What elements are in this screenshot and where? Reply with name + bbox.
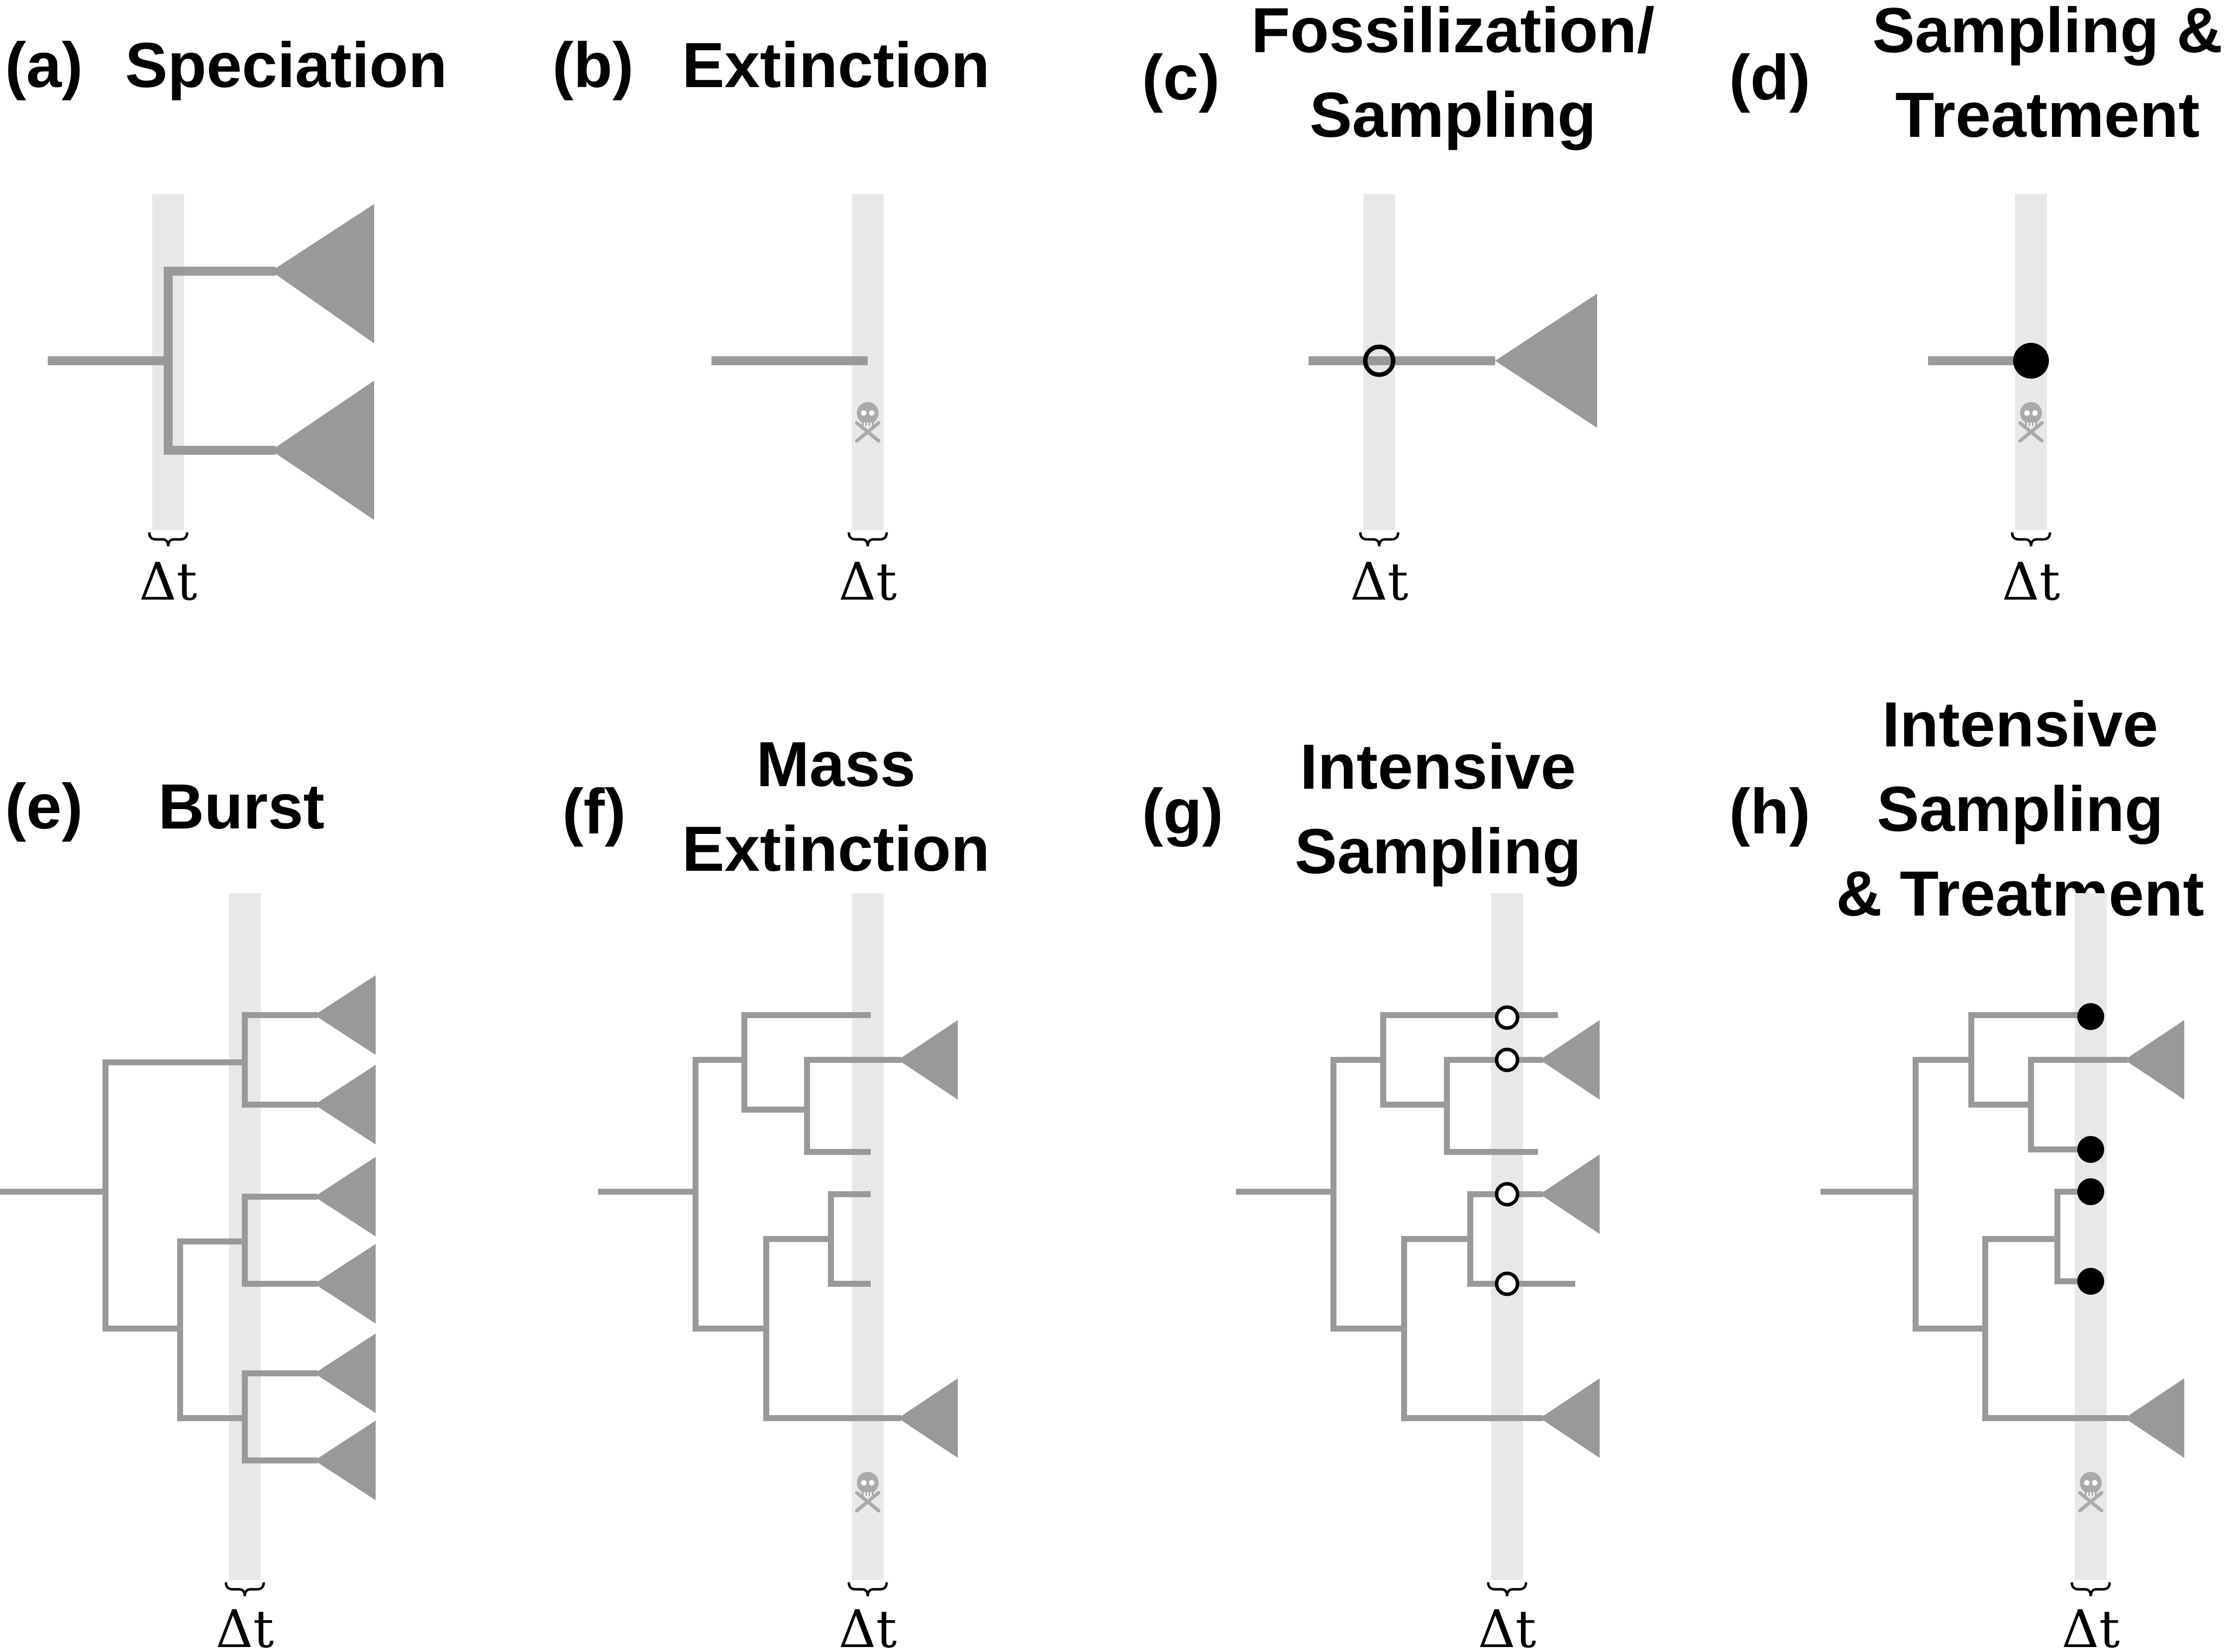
- clade-triangle-icon: [271, 381, 374, 520]
- panel-c-label: (c): [1142, 42, 1220, 113]
- panel-c-title-line-2: Sampling: [1310, 80, 1596, 151]
- panel-e-label: (e): [5, 771, 83, 842]
- panel-h-diagram: Δt: [1821, 893, 2184, 1652]
- panel-h-title-line-1: Intensive: [1882, 689, 2158, 760]
- panel-a-title: (a) Speciation: [5, 30, 447, 101]
- delta-t-label: Δt: [1478, 1599, 1536, 1652]
- clade-triangle-icon: [314, 1334, 376, 1413]
- time-interval-band: [1491, 893, 1523, 1580]
- time-interval-band: [852, 893, 884, 1580]
- panel-g-diagram: Δt: [1236, 893, 1600, 1652]
- clade-triangle-icon: [314, 1065, 376, 1144]
- clade-triangle-icon: [314, 1157, 376, 1237]
- open-circle-fossil-icon: [1495, 1005, 1520, 1030]
- panel-b-title-line-1: Extinction: [682, 30, 990, 101]
- panel-a-label: (a): [5, 30, 83, 101]
- panel-c-title-line-1: Fossilization/: [1251, 0, 1655, 66]
- panel-f-diagram: Δt: [598, 893, 958, 1652]
- filled-circle-sample-icon: [2013, 343, 2049, 379]
- panel-g-title-line-1: Intensive: [1300, 731, 1576, 803]
- panel-d-label: (d): [1729, 42, 1810, 113]
- panel-d-title-line-2: Treatment: [1895, 80, 2200, 151]
- delta-t-label: Δt: [839, 1599, 897, 1652]
- clade-triangle-icon: [314, 1244, 376, 1324]
- filled-circle-sample-icon: [2077, 1136, 2104, 1163]
- panel-c-diagram: Δt: [1309, 194, 1597, 612]
- panel-e-title-line-1: Burst: [158, 771, 324, 842]
- panel-f-label: (f): [562, 776, 626, 847]
- delta-t-brace: [1487, 1582, 1527, 1597]
- panel-f-title-line-2: Extinction: [682, 814, 990, 885]
- clade-triangle-icon: [2125, 1020, 2184, 1100]
- panel-e-diagram: Δt: [0, 893, 376, 1652]
- delta-t-label: Δt: [216, 1599, 274, 1652]
- clade-triangle-icon: [2125, 1378, 2184, 1458]
- panel-g-title-line-2: Sampling: [1295, 816, 1581, 887]
- clade-triangle-icon: [898, 1020, 958, 1100]
- panel-e-title: (e) Burst: [5, 771, 324, 842]
- panel-f-title: (f) Mass Extinction: [562, 729, 990, 885]
- clade-triangle-icon: [1495, 294, 1597, 428]
- panel-b-title: (b) Extinction: [552, 30, 990, 101]
- panel-c-title: (c) Fossilization/ Sampling: [1142, 0, 1654, 151]
- delta-t-label: Δt: [139, 551, 198, 612]
- clade-triangle-icon: [1540, 1020, 1600, 1100]
- clade-triangle-icon: [271, 204, 374, 343]
- open-circle-fossil-icon: [1495, 1271, 1520, 1296]
- delta-t-brace: [847, 1582, 888, 1597]
- open-circle-fossil-icon: [1495, 1182, 1520, 1207]
- delta-t-brace: [224, 1582, 265, 1597]
- delta-t-brace: [2011, 532, 2051, 547]
- panel-d-title-line-1: Sampling &: [1872, 0, 2223, 66]
- panel-h-title-line-2: Sampling: [1877, 774, 2163, 845]
- clade-triangle-icon: [314, 1421, 376, 1500]
- delta-t-brace: [1359, 532, 1400, 547]
- filled-circle-sample-icon: [2077, 1268, 2104, 1295]
- panel-h-title: (h) Intensive Sampling & Treatment: [1729, 689, 2204, 929]
- panel-d-diagram: Δt: [1928, 194, 2060, 612]
- delta-t-label: Δt: [2062, 1599, 2120, 1652]
- clade-triangle-icon: [898, 1378, 958, 1458]
- panel-g-label: (g): [1142, 776, 1223, 847]
- panel-b-diagram: Δt: [712, 194, 897, 612]
- panel-a-diagram: Δt: [48, 194, 374, 612]
- panel-b-label: (b): [552, 30, 633, 101]
- filled-circle-sample-icon: [2077, 1178, 2104, 1205]
- delta-t-label: Δt: [2002, 551, 2060, 612]
- clade-triangle-icon: [314, 975, 376, 1055]
- delta-t-label: Δt: [839, 551, 897, 612]
- panel-h-label: (h): [1729, 776, 1810, 847]
- panel-a-title-line-1: Speciation: [125, 30, 447, 101]
- open-circle-fossil-icon: [1495, 1047, 1520, 1072]
- filled-circle-sample-icon: [2077, 1003, 2104, 1030]
- open-circle-fossil-icon: [1363, 344, 1396, 377]
- panel-f-title-line-1: Mass: [756, 729, 916, 800]
- panel-h-title-line-3: & Treatment: [1836, 858, 2204, 929]
- delta-t-brace: [847, 532, 888, 547]
- panel-g-title: (g) Intensive Sampling: [1142, 731, 1581, 887]
- delta-t-brace: [2070, 1582, 2111, 1597]
- clade-triangle-icon: [1540, 1154, 1600, 1234]
- delta-t-label: Δt: [1350, 551, 1409, 612]
- delta-t-brace: [148, 532, 189, 547]
- clade-triangle-icon: [1540, 1378, 1600, 1458]
- panel-d-title: (d) Sampling & Treatment: [1729, 0, 2223, 151]
